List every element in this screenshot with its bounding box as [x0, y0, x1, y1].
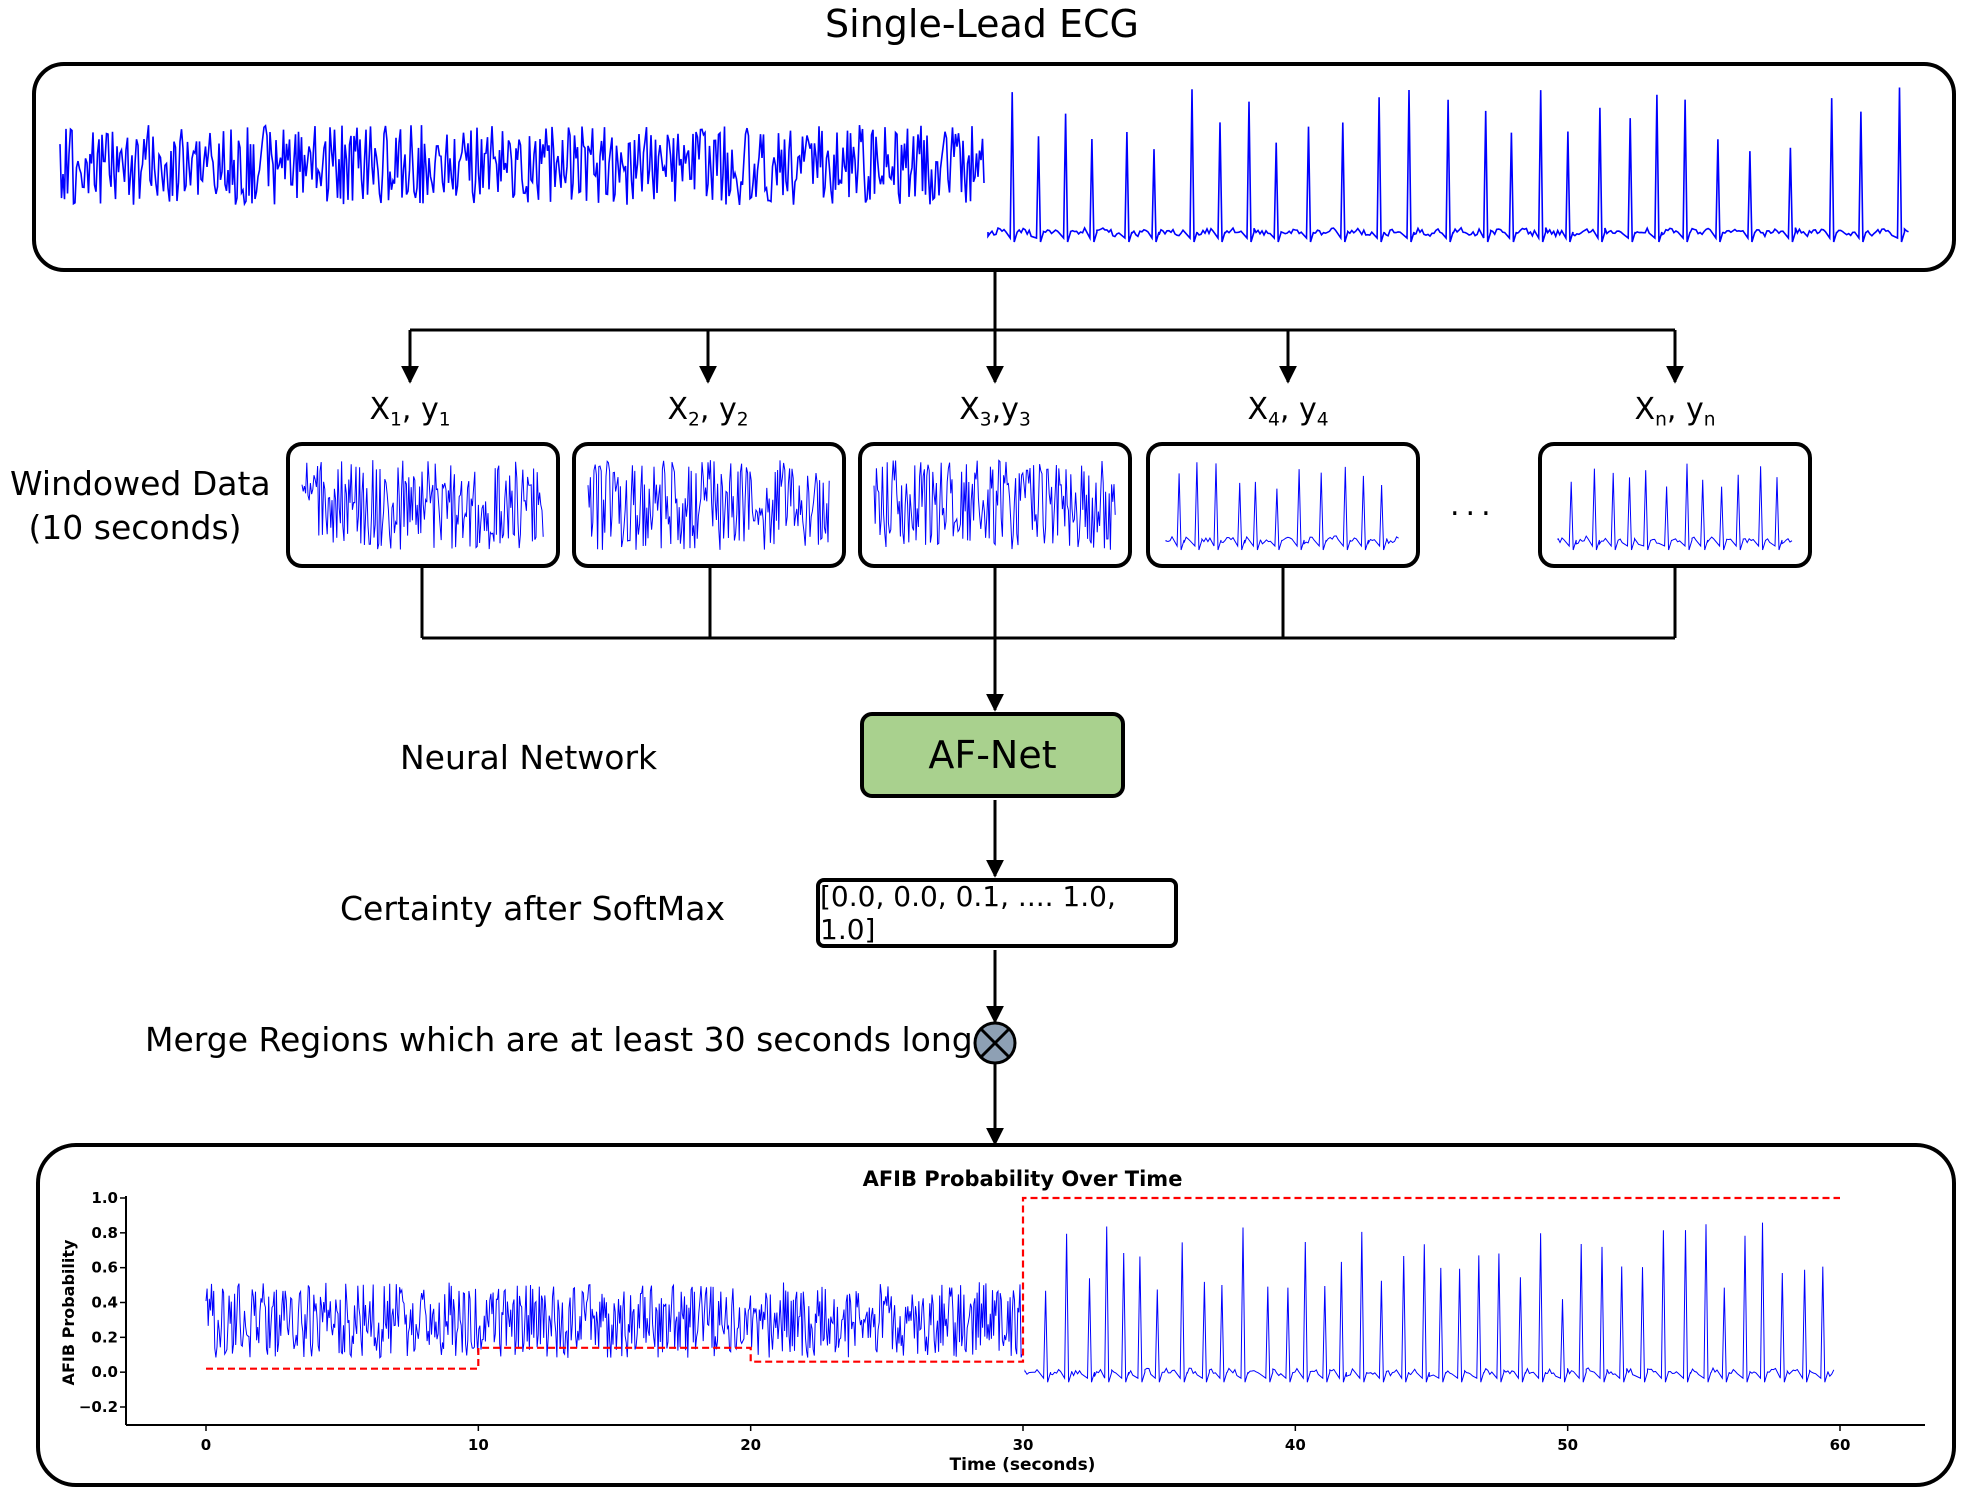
window-box-2-signal [587, 460, 830, 550]
y-tick-label: 0.4 [91, 1294, 118, 1312]
window-label-3: X3,y3 [959, 392, 1031, 431]
window-box-4-signal [1165, 462, 1399, 551]
window-box-3-signal [873, 459, 1116, 550]
window-label-n: Xn, yn [1634, 392, 1716, 431]
ecg-trace [205, 1222, 1835, 1383]
window-box-2 [572, 442, 846, 568]
x-tick-label: 10 [468, 1436, 489, 1454]
y-tick-label: −0.2 [79, 1398, 118, 1416]
x-tick-label: 40 [1285, 1436, 1306, 1454]
x-axis-label: Time (seconds) [950, 1455, 1096, 1475]
neural-network-label: Neural Network [400, 738, 658, 777]
ecg-signal-trace [59, 87, 1909, 243]
x-tick-label: 0 [201, 1436, 211, 1454]
multiply-circle-icon [973, 1021, 1017, 1065]
window-box-1-signal [301, 460, 544, 550]
split-connectors [401, 270, 1684, 384]
windowed-data-line2: (10 seconds) [28, 508, 242, 547]
window-label-4: X4, y4 [1247, 392, 1329, 431]
y-tick-label: 0.2 [91, 1328, 118, 1346]
window-box-4 [1146, 442, 1420, 568]
y-tick-label: 0.8 [91, 1224, 118, 1242]
chart-title: AFIB Probability Over Time [863, 1167, 1183, 1191]
af-net-label: AF-Net [928, 733, 1057, 777]
probability-series-0 [206, 1196, 1840, 1370]
x-tick-label: 60 [1830, 1436, 1851, 1454]
y-tick-label: 0.6 [91, 1259, 118, 1277]
y-tick-label: 1.0 [91, 1189, 118, 1207]
x-tick-label: 30 [1013, 1436, 1034, 1454]
y-tick-label: 0.0 [91, 1363, 118, 1381]
x-tick-label: 20 [740, 1436, 761, 1454]
y-axis-label: AFIB Probability [59, 1239, 78, 1385]
window-box-n [1538, 442, 1812, 568]
x-tick-label: 50 [1557, 1436, 1578, 1454]
window-label-1: X1, y1 [369, 392, 451, 431]
window-box-3 [858, 442, 1132, 568]
windowed-data-label: Windowed Data (10 seconds) [10, 462, 271, 550]
certainty-label: Certainty after SoftMax [340, 889, 726, 928]
certainty-values: [0.0, 0.0, 0.1, .... 1.0, 1.0] [820, 880, 1116, 946]
certainty-values-box: [0.0, 0.0, 0.1, .... 1.0, 1.0] [816, 878, 1178, 948]
more-windows-ellipsis: ... [1450, 488, 1497, 523]
merge-connectors [420, 568, 1677, 1146]
windowed-data-line1: Windowed Data [10, 464, 271, 503]
merge-regions-label: Merge Regions which are at least 30 seco… [145, 1020, 973, 1059]
window-box-n-signal [1557, 463, 1793, 551]
diagram-title: Single-Lead ECG [825, 2, 1139, 46]
af-net-model-box: AF-Net [860, 712, 1125, 798]
window-label-2: X2, y2 [667, 392, 749, 431]
